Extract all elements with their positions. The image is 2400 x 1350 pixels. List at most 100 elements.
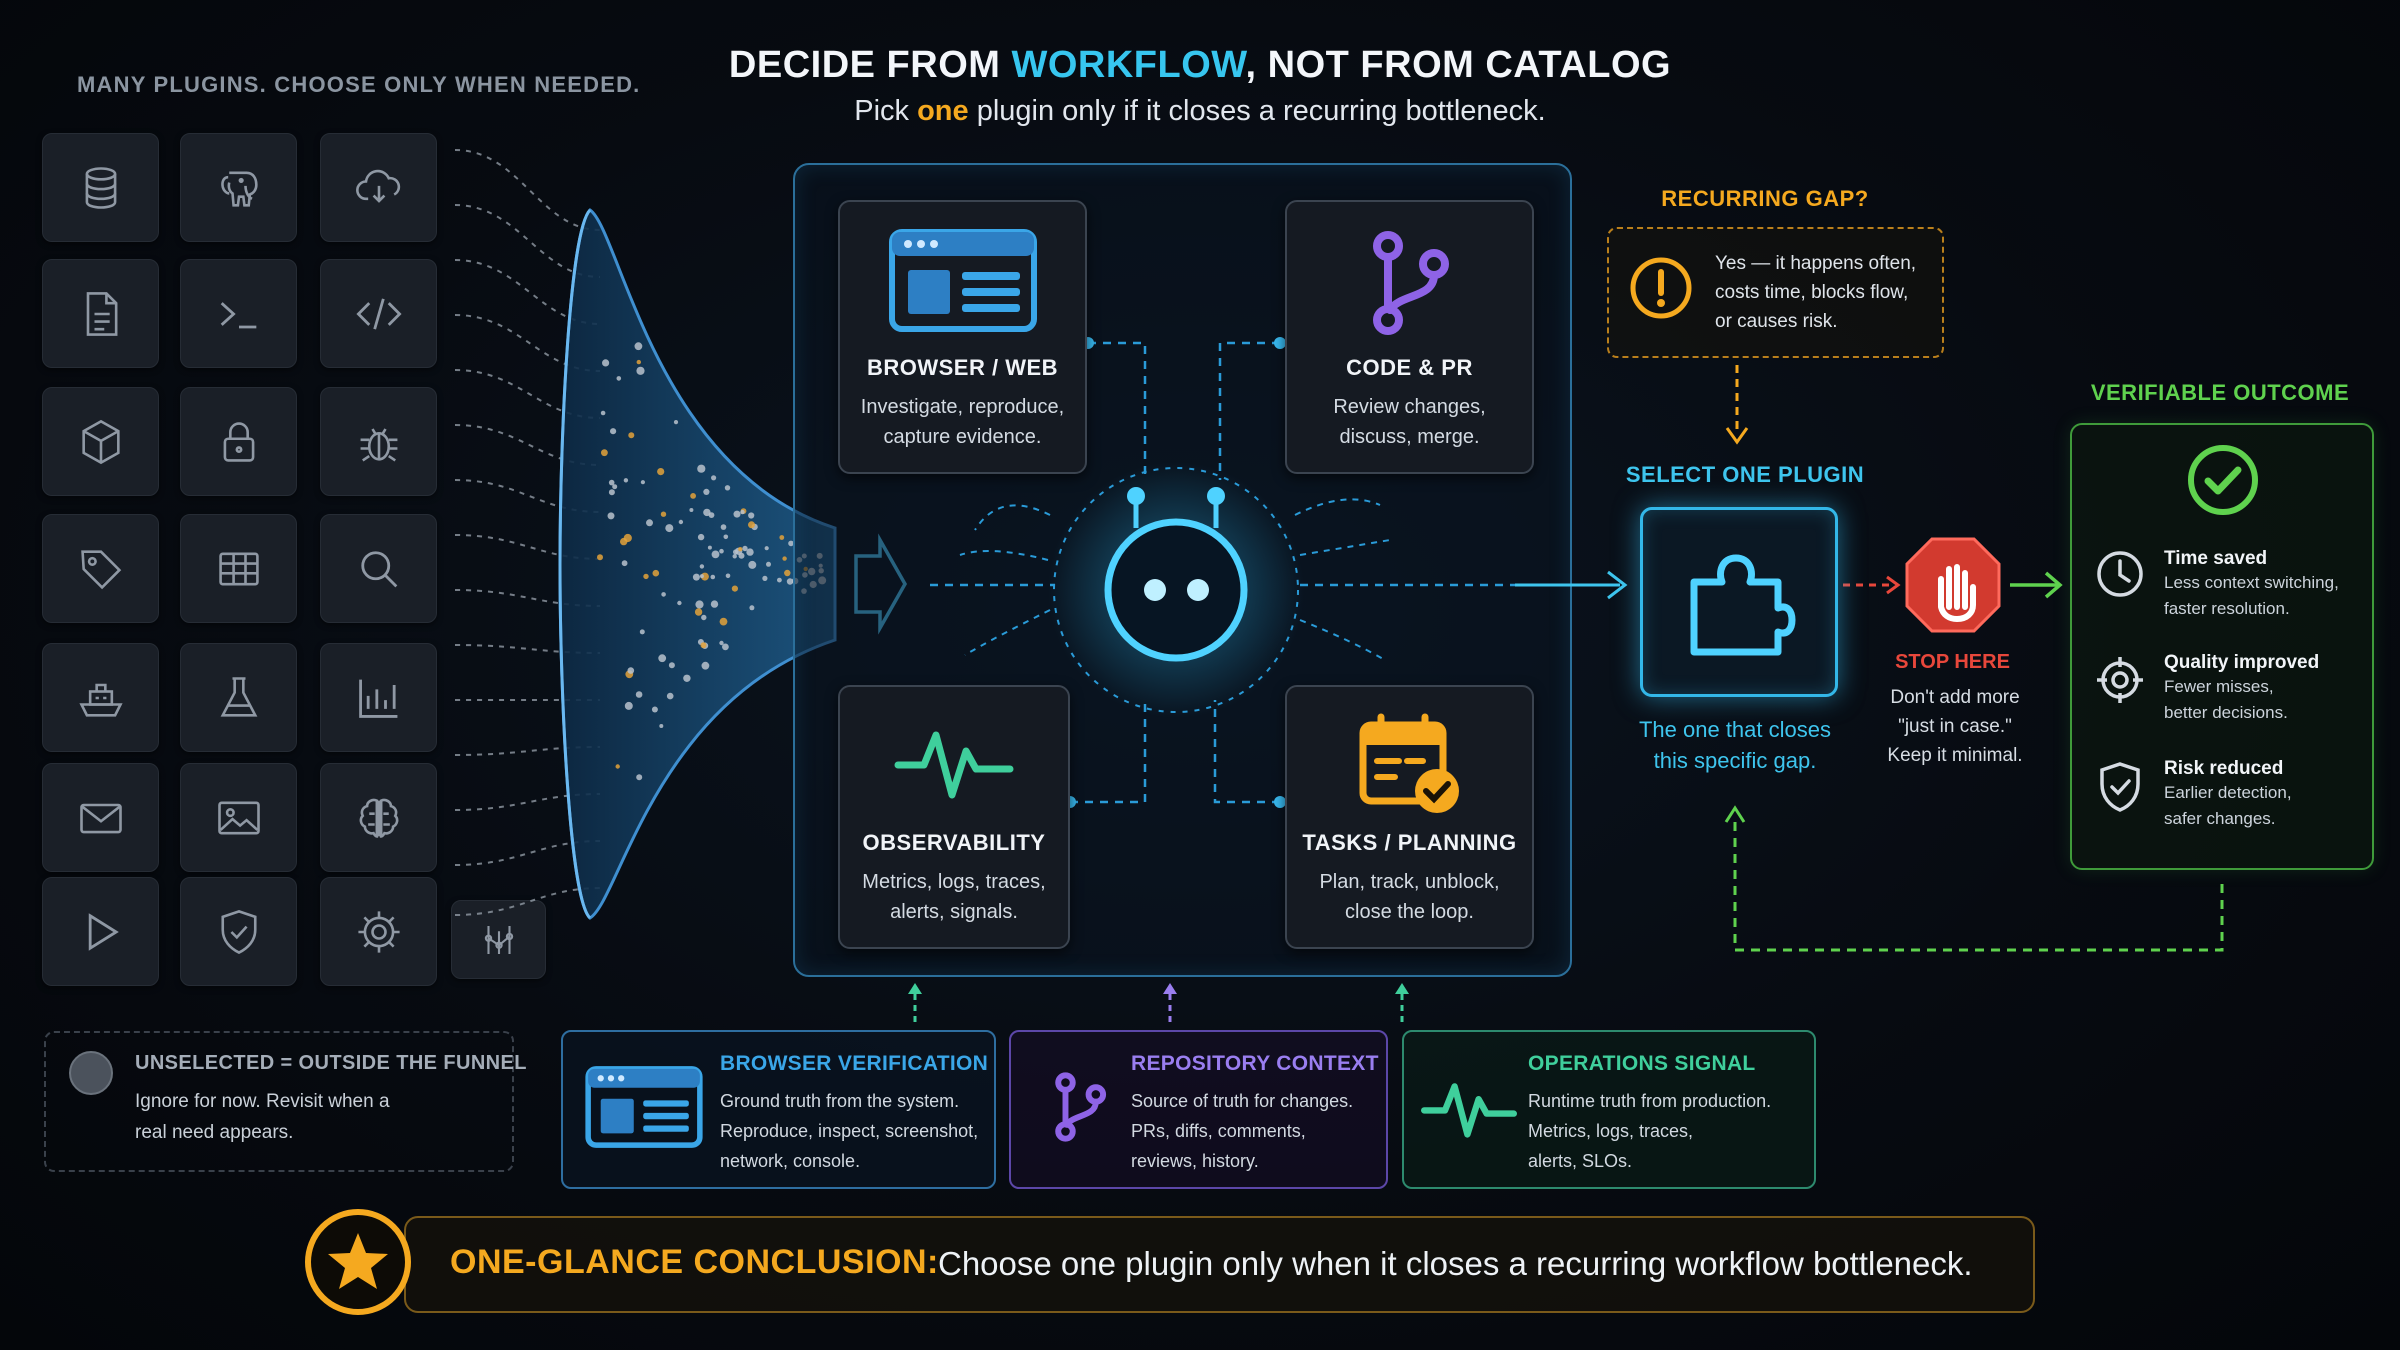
funnel-particle (597, 554, 603, 561)
funnel-particle (786, 578, 794, 585)
image-icon (217, 801, 260, 834)
cube-icon (81, 419, 120, 464)
funnel-particle (749, 605, 755, 611)
subtitle-part: plugin only if it closes a recurring bot… (968, 95, 1546, 127)
outcome-heading: Risk reduced (2164, 758, 2284, 779)
unselected-legend-box (44, 1031, 514, 1172)
card-desc-line: Plan, track, unblock, (1319, 871, 1500, 893)
check-circle-icon (2188, 445, 2258, 515)
connector-code (1218, 341, 1280, 480)
pulse-icon (1421, 1083, 1517, 1138)
card-code-pr[interactable]: CODE & PR Review changes,discuss, merge. (1285, 200, 1534, 474)
git-branch-icon (1372, 231, 1449, 335)
plugin-tile[interactable] (180, 643, 297, 752)
plugin-tile[interactable] (320, 133, 437, 242)
funnel-particle (658, 654, 667, 663)
clock-icon (2097, 551, 2143, 597)
funnel-particle (731, 585, 739, 592)
plugin-tile[interactable] (180, 387, 297, 496)
funnel-particle (748, 521, 755, 529)
funnel-particle (636, 366, 645, 375)
outcome-description: Earlier detection,safer changes. (2164, 780, 2292, 832)
plugin-tile[interactable] (180, 763, 297, 872)
bug-icon (360, 427, 397, 461)
plugin-tile[interactable] (320, 259, 437, 368)
outcome-line: faster resolution. (2164, 599, 2290, 618)
plugin-tile[interactable] (320, 877, 437, 986)
title-part: DECIDE FROM (728, 44, 1012, 86)
plugin-tile[interactable] (451, 900, 546, 979)
selected-plugin-box[interactable] (1640, 507, 1838, 697)
outcome-heading: Time saved (2164, 548, 2268, 569)
feedback-loop-head (1724, 805, 1746, 823)
funnel-particle (697, 464, 706, 473)
funnel-particle (689, 508, 694, 512)
funnel-particle (710, 574, 716, 580)
outcome-description: Less context switching,faster resolution… (2164, 570, 2339, 622)
connector-browser (1088, 341, 1147, 480)
plugin-tile[interactable] (42, 387, 159, 496)
elephant-icon (220, 171, 258, 207)
card-observability[interactable]: OBSERVABILITY Metrics, logs, traces,aler… (838, 685, 1070, 949)
plugin-tile[interactable] (42, 643, 159, 752)
plugin-tile[interactable] (42, 763, 159, 872)
select-plugin-title: SELECT ONE PLUGIN (1625, 462, 1865, 487)
conclusion-bar (404, 1216, 2035, 1313)
funnel-particle (724, 485, 731, 491)
plugin-tile[interactable] (180, 877, 297, 986)
target-icon (2097, 657, 2143, 703)
robot-orbit (1053, 467, 1299, 713)
card-desc-line: Review changes, (1333, 396, 1486, 418)
funnel-particles (597, 342, 827, 781)
funnel-particle (678, 519, 684, 525)
search-icon (360, 550, 397, 587)
card-tasks-planning[interactable]: TASKS / PLANNING Plan, track, unblock,cl… (1285, 685, 1534, 949)
code-icon (355, 297, 402, 330)
funnel-particle (694, 608, 703, 616)
plugin-catalog-caption: MANY PLUGINS. CHOOSE ONLY WHEN NEEDED. (77, 72, 641, 97)
plugin-tile[interactable] (42, 259, 159, 368)
panel-line: network, console. (720, 1151, 861, 1171)
plugin-tile[interactable] (42, 133, 159, 242)
card-desc-line: Metrics, logs, traces, (862, 871, 1046, 893)
funnel-rim (558, 208, 592, 920)
plugin-tile[interactable] (320, 514, 437, 623)
stop-here-title: STOP HERE (1895, 651, 2010, 673)
arrow-to-select-head (1607, 570, 1628, 600)
plugin-tile[interactable] (320, 763, 437, 872)
plugin-tile[interactable] (42, 514, 159, 623)
plugin-tile[interactable] (42, 877, 159, 986)
subtitle-part: Pick (854, 95, 918, 127)
funnel-particle (651, 706, 658, 713)
funnel-particle (742, 545, 748, 552)
card-title: CODE & PR (1346, 355, 1473, 380)
outcome-item: Time saved Less context switching,faster… (2164, 548, 2339, 622)
funnel-particle (634, 342, 643, 351)
outcome-description: Fewer misses,better decisions. (2164, 674, 2319, 726)
stop-to-outcome-head (2044, 571, 2063, 599)
plugin-tile[interactable] (320, 387, 437, 496)
plugin-tile[interactable] (320, 643, 437, 752)
outcome-line: safer changes. (2164, 809, 2276, 828)
funnel-particle (779, 535, 785, 540)
panel-title: OPERATIONS SIGNAL (1528, 1052, 1756, 1075)
funnel-particle (733, 510, 741, 518)
shield-icon (220, 909, 257, 954)
table-icon (218, 552, 259, 585)
card-browser-web[interactable]: BROWSER / WEB Investigate, reproduce,cap… (838, 200, 1087, 474)
title-highlight: WORKFLOW (1011, 44, 1246, 86)
funnel-particle (738, 547, 743, 552)
plugin-tile[interactable] (180, 133, 297, 242)
plugin-tile[interactable] (180, 514, 297, 623)
panel-line: Reproduce, inspect, screenshot, (720, 1121, 979, 1141)
card-desc-line: close the loop. (1345, 901, 1474, 923)
plugin-tile[interactable] (180, 259, 297, 368)
unselected-legend-text: Ignore for now. Revisit when a real need… (135, 1086, 495, 1148)
conclusion-label: ONE-GLANCE CONCLUSION: (450, 1243, 939, 1281)
funnel-particle (677, 600, 682, 606)
panel-repository-context: REPOSITORY CONTEXT Source of truth for c… (1009, 1030, 1388, 1189)
panel-line: Source of truth for changes. (1131, 1091, 1354, 1111)
outcome-item: Quality improved Fewer misses,better dec… (2164, 652, 2319, 726)
